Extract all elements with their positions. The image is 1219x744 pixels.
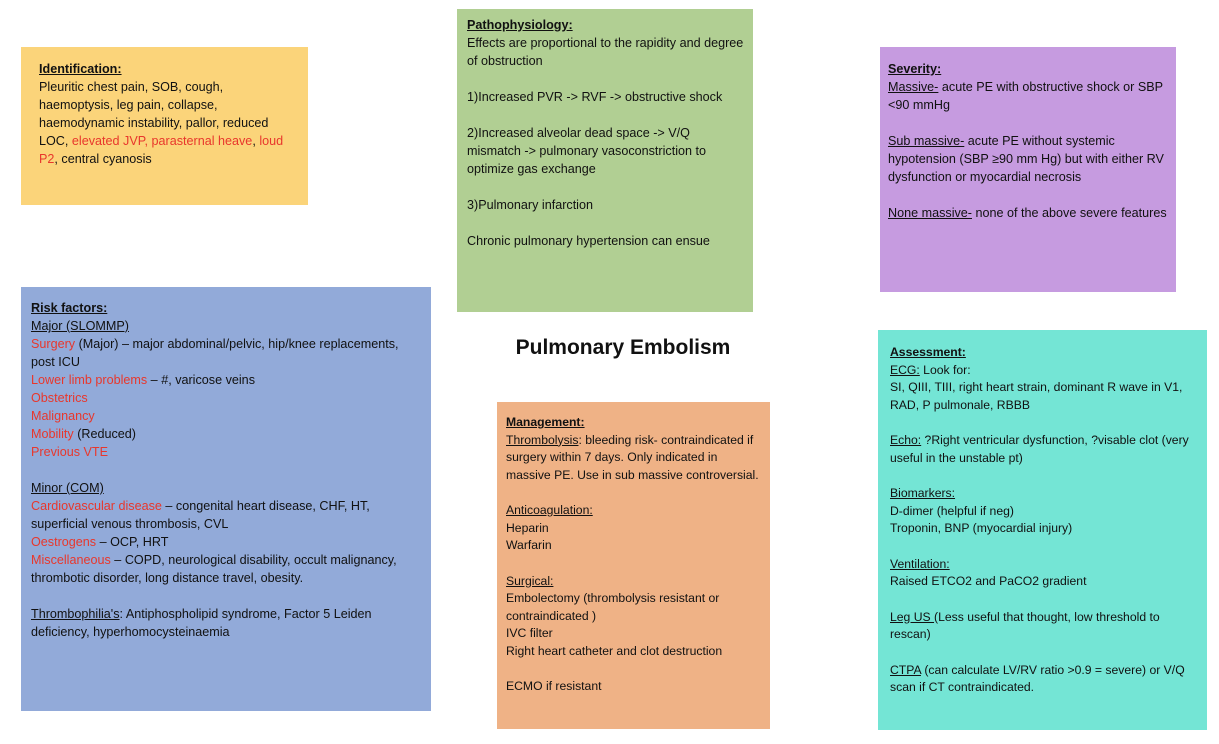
severity-heading: Severity: [888, 62, 942, 76]
identification-card: Identification: Pleuritic chest pain, SO… [21, 47, 308, 205]
risk-surgery: Surgery (Major) – major abdominal/pelvic… [31, 337, 399, 369]
assessment-biomarker-troponin: Troponin, BNP (myocardial injury) [890, 521, 1073, 535]
risk-obstetrics: Obstetrics [31, 391, 88, 405]
management-ivc-filter: IVC filter [506, 626, 553, 640]
pathophysiology-p5: Chronic pulmonary hypertension can ensue [467, 234, 710, 248]
assessment-leg-us: Leg US (Less useful that thought, low th… [890, 609, 1160, 642]
pathophysiology-heading: Pathophysiology: [467, 18, 573, 32]
management-heading: Management: [506, 415, 585, 429]
management-thrombolysis: Thrombolysis: bleeding risk- contraindic… [506, 432, 759, 482]
risk-mobility: Mobility (Reduced) [31, 427, 137, 441]
assessment-ecg-detail: SI, QIII, TIII, right heart strain, domi… [890, 380, 1183, 412]
severity-card: Severity: Massive- acute PE with obstruc… [880, 47, 1176, 292]
pathophysiology-p4: 3)Pulmonary infarction [467, 198, 593, 212]
management-heparin: Heparin [506, 520, 549, 535]
severity-submassive: Sub massive- acute PE without systemic h… [888, 134, 1164, 184]
assessment-ventilation-label: Ventilation: [890, 556, 950, 571]
severity-massive: Massive- acute PE with obstructive shock… [888, 80, 1163, 112]
risk-lower-limb: Lower limb problems – #, varicose veins [31, 373, 255, 387]
assessment-biomarker-ddimer: D-dimer (helpful if neg) [890, 503, 1014, 518]
risk-cardiovascular: Cardiovascular disease – congenital hear… [31, 499, 370, 531]
risk-previous-vte: Previous VTE [31, 445, 108, 459]
pathophysiology-p1: Effects are proportional to the rapidity… [467, 36, 744, 68]
management-ecmo: ECMO if resistant [506, 679, 602, 693]
assessment-biomarkers-label: Biomarkers: [890, 486, 956, 500]
risk-oestrogens: Oestrogens – OCP, HRT [31, 535, 169, 549]
pathophysiology-p3: 2)Increased alveolar dead space -> V/Q m… [467, 126, 707, 176]
risk-minor-label: Minor (COM) [31, 481, 104, 495]
management-warfarin: Warfarin [506, 538, 552, 552]
management-catheter: Right heart catheter and clot destructio… [506, 643, 723, 658]
assessment-ecg: ECG: Look for: [890, 362, 971, 377]
page-title: Pulmonary Embolism [515, 336, 731, 359]
risk-factors-card: Risk factors: Major (SLOMMP) Surgery (Ma… [21, 287, 431, 711]
assessment-card: Assessment: ECG: Look for: SI, QIII, TII… [878, 330, 1207, 730]
management-surgical-label: Surgical: [506, 573, 554, 588]
identification-heading: Identification: [39, 62, 122, 76]
management-card: Management: Thrombolysis: bleeding risk-… [497, 402, 770, 729]
risk-miscellaneous: Miscellaneous – COPD, neurological disab… [31, 553, 397, 585]
risk-thrombophilia: Thrombophilia's: Antiphospholipid syndro… [31, 607, 372, 639]
management-embolectomy: Embolectomy (thrombolysis resistant or c… [506, 591, 720, 623]
pathophysiology-p2: 1)Increased PVR -> RVF -> obstructive sh… [467, 90, 723, 104]
assessment-heading: Assessment: [890, 345, 966, 359]
assessment-echo: Echo: ?Right ventricular dysfunction, ?v… [890, 433, 1189, 465]
assessment-ctpa: CTPA (can calculate LV/RV ratio >0.9 = s… [890, 662, 1185, 695]
identification-text: Pleuritic chest pain, SOB, cough, haemop… [39, 80, 284, 166]
risk-malignancy: Malignancy [31, 409, 95, 423]
assessment-ventilation-text: Raised ETCO2 and PaCO2 gradient [890, 574, 1087, 588]
risk-major-label: Major (SLOMMP) [31, 319, 129, 333]
severity-none-massive: None massive- none of the above severe f… [888, 206, 1167, 220]
risk-factors-heading: Risk factors: [31, 301, 108, 315]
management-anticoagulation-label: Anticoagulation: [506, 503, 593, 517]
pathophysiology-card: Pathophysiology: Effects are proportiona… [457, 9, 753, 312]
